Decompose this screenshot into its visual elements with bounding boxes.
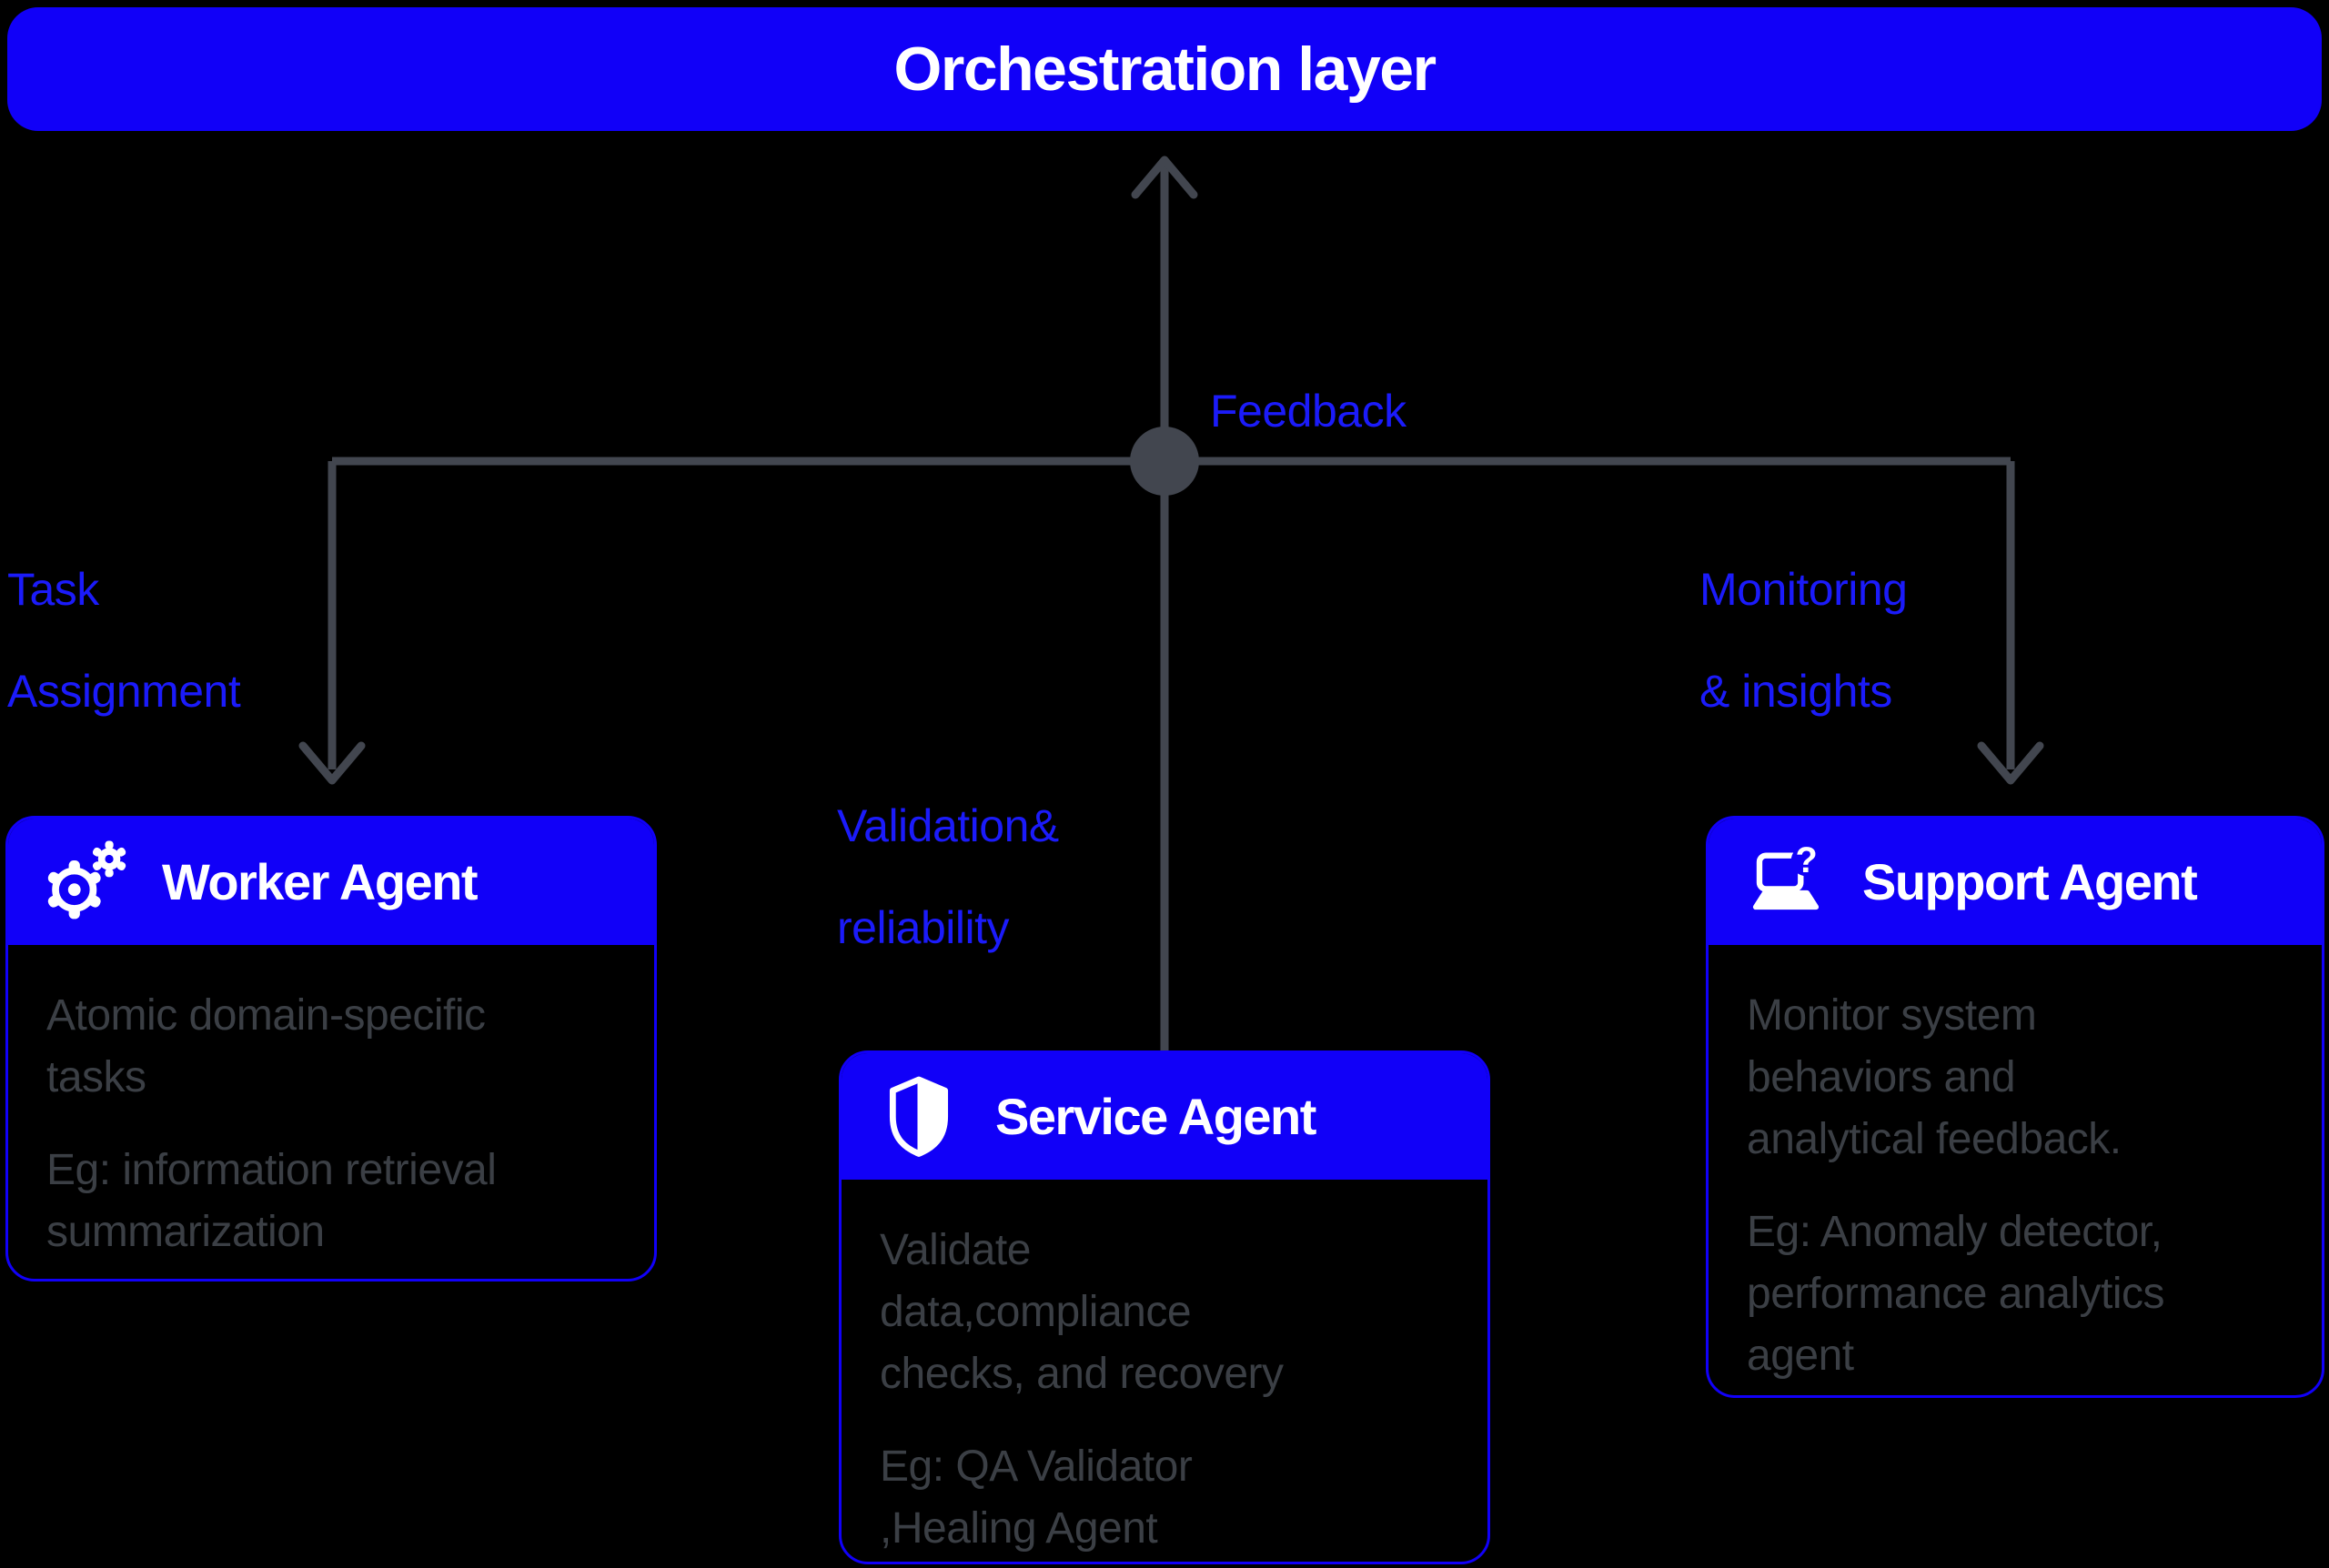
support-agent-body: Monitor system behaviors and analytical … <box>1709 945 2322 1387</box>
support-agent-card: ? Support Agent Monitor system behaviors… <box>1706 816 2324 1398</box>
arrowhead-down-left-icon <box>298 741 366 785</box>
service-agent-header: Service Agent <box>842 1053 1487 1180</box>
laptop-question-icon: ? <box>1744 839 1828 923</box>
junction-dot <box>1130 427 1199 496</box>
worker-agent-card: Worker Agent Atomic domain-specific task… <box>5 816 657 1282</box>
worker-agent-title: Worker Agent <box>162 852 479 910</box>
support-agent-title: Support Agent <box>1862 852 2198 910</box>
worker-agent-example: Eg: information retrieval summarization <box>46 1146 497 1256</box>
worker-agent-description: Atomic domain-specific tasks <box>46 991 486 1101</box>
orchestration-layer-banner: Orchestration layer <box>7 7 2322 131</box>
shield-icon <box>877 1074 961 1158</box>
support-agent-header: ? Support Agent <box>1709 819 2322 945</box>
arrowhead-up-icon <box>1131 156 1198 199</box>
arrowhead-down-right-icon <box>1977 741 2044 785</box>
support-agent-example: Eg: Anomaly detector, performance analyt… <box>1747 1208 2165 1380</box>
task-assignment-label: Task Assignment <box>7 564 241 717</box>
validation-reliability-label: Validation& reliability <box>837 800 1059 953</box>
service-agent-card: Service Agent Validate data,compliance c… <box>839 1050 1490 1564</box>
service-agent-body: Validate data,compliance checks, and rec… <box>842 1180 1487 1560</box>
monitoring-insights-label: Monitoring & insights <box>1699 564 1908 717</box>
support-agent-description: Monitor system behaviors and analytical … <box>1747 991 2122 1163</box>
gears-icon <box>44 839 127 923</box>
service-agent-title: Service Agent <box>995 1087 1316 1145</box>
service-agent-example: Eg: QA Validator ,Healing Agent <box>880 1442 1193 1553</box>
svg-text:?: ? <box>1796 840 1818 880</box>
worker-agent-body: Atomic domain-specific tasks Eg: informa… <box>8 945 654 1263</box>
service-agent-description: Validate data,compliance checks, and rec… <box>880 1226 1284 1398</box>
feedback-label: Feedback <box>1210 386 1406 437</box>
banner-title: Orchestration layer <box>893 35 1437 104</box>
worker-agent-header: Worker Agent <box>8 819 654 945</box>
